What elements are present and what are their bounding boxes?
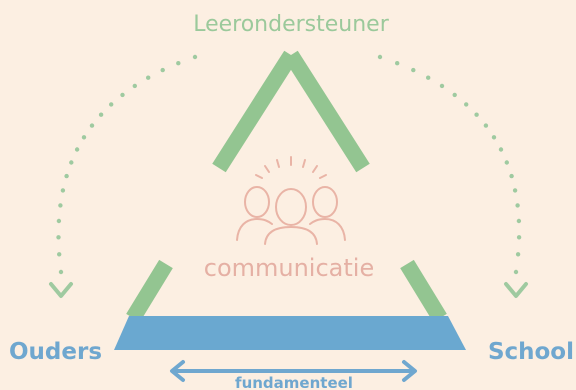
arc-dot [464,102,469,107]
arc-dot [64,173,69,179]
arc-dot [491,135,497,140]
arc-dot [58,203,63,208]
arc-dot [98,112,104,117]
label-ouders: Ouders [9,339,102,365]
arc-dot [483,123,489,128]
label-leerondersteuner: Leerondersteuner [193,12,389,37]
people-group-icon [236,156,346,245]
arc-dot [452,92,457,98]
double-arrow-icon [170,360,417,382]
arc-dot [160,67,165,73]
arc-dot [56,235,61,240]
arc-dot [516,218,522,224]
label-fundamenteel: fundamenteel [235,374,353,390]
arc-dot [109,102,114,107]
arc-dot [60,188,66,193]
arc-dot [411,67,416,73]
arc-dot [69,160,74,165]
arc-dot [515,252,521,257]
chevron-down-icon [49,282,73,298]
dotted-arc-right [377,54,522,275]
arc-dot [74,147,80,152]
arc-dot [513,269,519,275]
chevron-down-icon [504,282,528,298]
arc-dot [426,75,431,80]
arc-dot [509,173,514,179]
label-communicatie: communicatie [204,254,374,282]
arc-dot [132,83,137,89]
arc-dot [474,112,479,117]
arc-dot [89,123,95,128]
arc-dot [377,54,383,60]
arc-dot [498,147,504,152]
arc-dot [58,269,64,275]
arc-dot [146,75,151,80]
arc-dot [516,235,522,240]
arc-dot [512,188,518,193]
arc-dot [515,203,520,208]
arc-dot [192,54,198,60]
dotted-arc-left [56,54,198,275]
label-school: School [488,339,574,365]
arc-dot [176,61,181,66]
arc-dot [504,160,509,165]
arc-dot [120,92,125,98]
arc-dot [81,135,87,140]
base-band [114,316,466,350]
arc-dot [57,252,62,257]
triangle-outline [126,50,447,323]
arc-dot [439,83,445,89]
arc-dot [395,61,400,66]
arc-dot [56,218,62,224]
